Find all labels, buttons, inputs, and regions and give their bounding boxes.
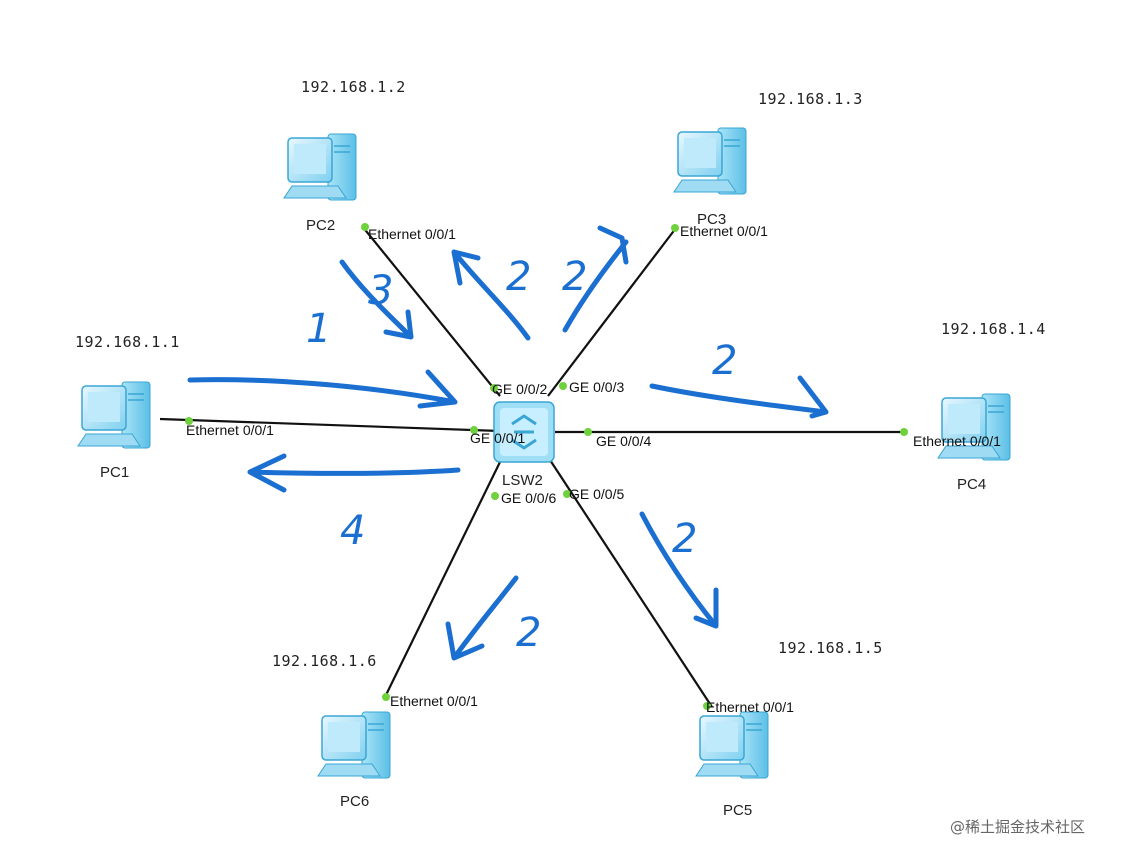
link-pc5 xyxy=(549,459,713,708)
step-number-pc2-in: 3 xyxy=(368,268,393,314)
pc6-name: PC6 xyxy=(340,793,369,810)
port-dot-pc3 xyxy=(671,224,679,232)
sw-port-ge002-label: GE 0/0/2 xyxy=(492,381,547,397)
pc3-icon[interactable] xyxy=(673,127,747,195)
port-dot-pc2 xyxy=(361,223,369,231)
link-pc2 xyxy=(361,225,501,397)
pc2-ip: 192.168.1.2 xyxy=(301,78,406,96)
pc3-port-label: Ethernet 0/0/1 xyxy=(680,223,768,239)
arrow-switch-to-pc6 xyxy=(445,575,519,661)
sw-port-ge004-label: GE 0/0/4 xyxy=(596,433,651,449)
switch-name: LSW2 xyxy=(502,472,543,489)
arrow-switch-to-pc2 xyxy=(451,249,531,341)
step-number-pc1-out: 4 xyxy=(340,508,365,554)
pc5-name: PC5 xyxy=(723,802,752,819)
arrow-switch-to-pc4 xyxy=(649,375,829,419)
pc4-port-label: Ethernet 0/0/1 xyxy=(913,433,1001,449)
pc2-port-label: Ethernet 0/0/1 xyxy=(368,226,456,242)
sw-port-ge005-label: GE 0/0/5 xyxy=(569,486,624,502)
step-number-pc6-out: 2 xyxy=(516,610,541,656)
port-dot-pc6 xyxy=(382,693,390,701)
arrow-switch-to-pc5 xyxy=(639,511,719,629)
pc4-name: PC4 xyxy=(957,476,986,493)
sw-port-ge006-label: GE 0/0/6 xyxy=(501,490,556,506)
pc2-icon[interactable] xyxy=(283,133,357,201)
arrow-pc1-to-switch xyxy=(187,369,458,409)
port-dot-sw-ge002 xyxy=(490,384,498,392)
sw-port-ge001-label: GE 0/0/1 xyxy=(470,430,525,446)
step-number-pc3-out: 2 xyxy=(562,254,587,300)
port-dot-sw-ge004 xyxy=(584,428,592,436)
pc3-name: PC3 xyxy=(697,211,726,228)
pc1-port-label: Ethernet 0/0/1 xyxy=(186,422,274,438)
arrow-switch-to-pc1 xyxy=(247,453,461,493)
switch-icon[interactable] xyxy=(493,401,555,463)
port-dot-pc4 xyxy=(900,428,908,436)
pc6-port-label: Ethernet 0/0/1 xyxy=(390,693,478,709)
pc5-icon[interactable] xyxy=(695,711,769,779)
pc1-name: PC1 xyxy=(100,464,129,481)
pc1-icon[interactable] xyxy=(77,381,151,449)
pc1-ip: 192.168.1.1 xyxy=(75,333,180,351)
sw-port-ge003-label: GE 0/0/3 xyxy=(569,379,624,395)
pc6-ip: 192.168.1.6 xyxy=(272,652,377,670)
pc3-ip: 192.168.1.3 xyxy=(758,90,863,108)
step-number-pc2-out: 2 xyxy=(506,254,531,300)
pc2-name: PC2 xyxy=(306,217,335,234)
port-dot-sw-ge003 xyxy=(559,382,567,390)
link-pc6 xyxy=(384,461,501,698)
pc5-port-label: Ethernet 0/0/1 xyxy=(706,699,794,715)
link-pc3 xyxy=(547,227,677,397)
pc4-ip: 192.168.1.4 xyxy=(941,320,1046,338)
port-dot-sw-ge006 xyxy=(491,492,499,500)
pc6-icon[interactable] xyxy=(317,711,391,779)
link-pc1 xyxy=(159,417,501,433)
step-number-pc4-out: 2 xyxy=(712,338,737,384)
arrow-pc2-to-switch xyxy=(339,259,414,340)
watermark-text: @稀土掘金技术社区 xyxy=(950,818,1085,836)
arrow-switch-to-pc3 xyxy=(562,225,629,333)
port-dot-pc5 xyxy=(703,702,711,710)
port-dot-pc1 xyxy=(185,417,193,425)
port-dot-sw-ge001 xyxy=(470,426,478,434)
port-dot-sw-ge005 xyxy=(563,490,571,498)
step-number-pc5-out: 2 xyxy=(672,516,697,562)
step-number-pc1-in: 1 xyxy=(306,306,331,352)
pc5-ip: 192.168.1.5 xyxy=(778,639,883,657)
pc4-icon[interactable] xyxy=(937,393,1011,461)
